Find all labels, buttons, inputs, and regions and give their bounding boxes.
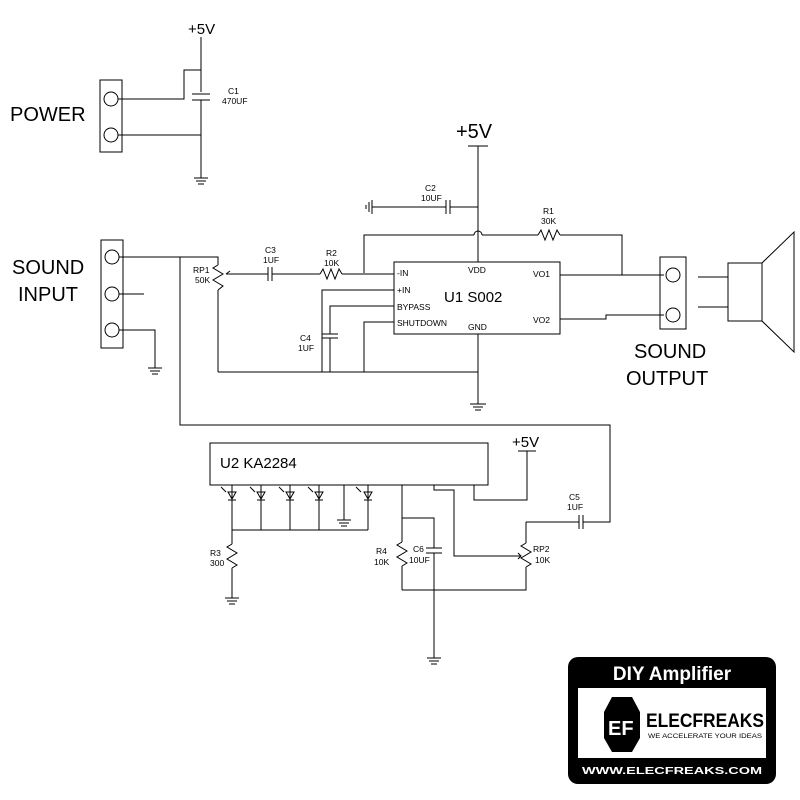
sound-output-section: SOUND OUTPUT: [560, 230, 795, 390]
led: [355, 485, 373, 530]
pin-shutdown: SHUTDOWN: [397, 318, 447, 328]
u1-chip: U1 S002 -IN +IN BYPASS SHUTDOWN VDD GND …: [393, 261, 561, 411]
connector-pin: [104, 286, 120, 302]
pin-vdd: VDD: [468, 265, 486, 275]
feedback-wire: [363, 234, 474, 273]
r2-value: 10K: [324, 258, 339, 268]
rp1-ref: RP1: [193, 265, 210, 275]
c5-ref: C5: [569, 492, 580, 502]
u1-name: U1 S002: [444, 289, 502, 306]
c3-ref: C3: [265, 245, 276, 255]
input-label-line2: INPUT: [18, 284, 78, 306]
signal-wire: [179, 257, 611, 523]
power-section: +5V POWER C1 470UF: [10, 21, 248, 185]
c2-value: 10UF: [421, 193, 442, 203]
logo-brand: ELECFREAKS: [646, 711, 764, 732]
pin-vo1: VO1: [533, 269, 550, 279]
logo-title: DIY Amplifier: [613, 664, 732, 685]
r1-resistor: [537, 228, 561, 242]
output-connector: [659, 256, 687, 330]
pin-in-neg: -IN: [397, 268, 408, 278]
u1-supply: +5V C2 10UF R1 30K: [363, 121, 623, 275]
wire: [473, 451, 528, 501]
u1-body: [393, 261, 561, 335]
rp2-potentiometer: [520, 542, 532, 568]
r3-ref: R3: [210, 548, 221, 558]
r4-resistor: [396, 541, 408, 567]
speaker-magnet: [727, 262, 763, 322]
led: [307, 485, 324, 530]
u2-section: U2 KA2284 +5V: [209, 434, 587, 665]
input-network: RP1 50K C3 1UF R2 10K C4 1UF: [193, 245, 478, 373]
connector-pin: [103, 127, 119, 143]
wire: [118, 69, 201, 100]
u1-supply-label: +5V: [456, 121, 493, 143]
power-label: POWER: [10, 104, 86, 126]
elecfreaks-logo: DIY Amplifier EF ELECFREAKS WE ACCELERAT…: [568, 657, 776, 784]
led: [278, 485, 295, 530]
r2-resistor: [319, 267, 343, 281]
sound-input-section: SOUND INPUT: [12, 239, 611, 523]
c1-ref: C1: [228, 86, 239, 96]
power-supply-label: +5V: [188, 21, 215, 38]
wire: [363, 321, 394, 372]
c4-value: 1UF: [298, 343, 314, 353]
c4-ref: C4: [300, 333, 311, 343]
rp2-ref: RP2: [533, 544, 550, 554]
r1-value: 30K: [541, 216, 556, 226]
output-label-line2: OUTPUT: [626, 368, 708, 390]
r1-ref: R1: [543, 206, 554, 216]
led: [220, 485, 237, 530]
connector-pin: [104, 322, 120, 338]
connector-pin: [104, 249, 120, 265]
wire: [560, 234, 623, 275]
connector-pin: [103, 91, 119, 107]
r3-resistor: [226, 543, 238, 569]
input-label-line1: SOUND: [12, 257, 84, 279]
c5-value: 1UF: [567, 502, 583, 512]
wire: [119, 329, 156, 368]
led-array: [220, 485, 373, 531]
u2-body: [209, 442, 489, 486]
u2-name: U2 KA2284: [220, 455, 297, 472]
rp1-potentiometer: [212, 264, 224, 291]
speaker-cone: [761, 230, 795, 354]
wire: [321, 289, 394, 372]
rp2-value: 10K: [535, 555, 550, 565]
u2-supply-label: +5V: [512, 434, 539, 451]
led: [249, 485, 266, 530]
logo-emblem-letters: EF: [608, 718, 634, 740]
r4-ref: R4: [376, 546, 387, 556]
wire: [119, 256, 219, 265]
logo-tagline: WE ACCELERATE YOUR IDEAS: [648, 734, 762, 740]
c6-ref: C6: [413, 544, 424, 554]
pin-gnd: GND: [468, 322, 487, 332]
pin-vo2: VO2: [533, 315, 550, 325]
logo-emblem: [604, 697, 640, 752]
c2-ref: C2: [425, 183, 436, 193]
r3-value: 300: [210, 558, 224, 568]
c6-value: 10UF: [409, 555, 430, 565]
r4-value: 10K: [374, 557, 389, 567]
connector-pin: [665, 307, 681, 323]
rp1-value: 50K: [195, 275, 210, 285]
output-label-line1: SOUND: [634, 341, 706, 363]
pin-in-pos: +IN: [397, 285, 410, 295]
wire: [329, 305, 394, 334]
c3-value: 1UF: [263, 255, 279, 265]
wire-crossover: [473, 230, 483, 236]
power-connector: [99, 79, 123, 153]
logo-url: WWW.ELECFREAKS.COM: [582, 766, 762, 777]
c1-value: 470UF: [222, 96, 248, 106]
pin-bypass: BYPASS: [397, 302, 431, 312]
r2-ref: R2: [326, 248, 337, 258]
connector-pin: [665, 267, 681, 283]
